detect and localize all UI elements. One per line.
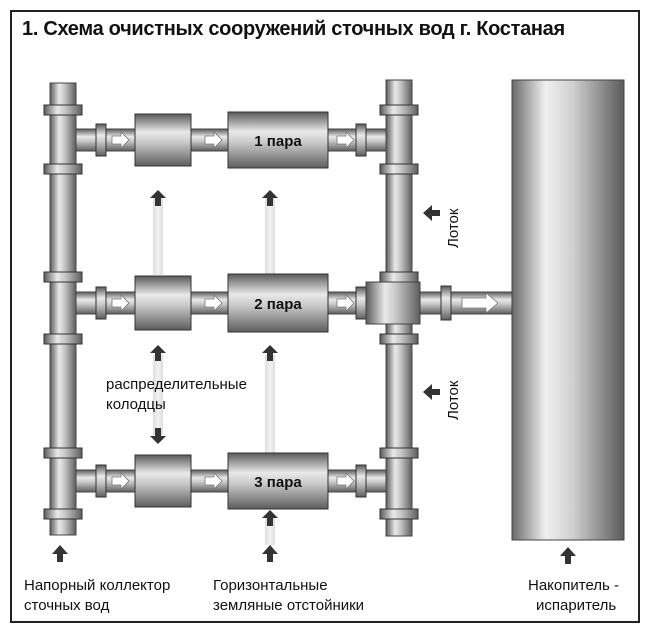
arrow-up-icon [150, 190, 166, 206]
flow-arrow-icon [111, 294, 130, 312]
distribution-wells-label-line1: распределительные [106, 376, 247, 393]
distribution-well-2 [134, 275, 192, 331]
settler-label-1: 1 пара [254, 133, 302, 150]
distribution-well-1 [134, 113, 192, 167]
settler-label-2: 2 пара [254, 296, 302, 313]
flow-arrow-icon [111, 131, 130, 149]
arrow-up-icon [262, 345, 278, 361]
direction-arrows [52, 190, 576, 564]
arrow-left-icon [423, 384, 440, 400]
flow-arrow-icon [204, 131, 223, 149]
arrow-up-icon [52, 545, 68, 562]
arrow-up-icon [262, 510, 278, 526]
settler-pair-3 [227, 452, 329, 510]
settlers: 1 пара 2 пара 3 пара [227, 111, 329, 510]
flow-arrows [111, 131, 499, 490]
storage-label-line2: испаритель [536, 597, 616, 614]
flow-arrow-icon [461, 292, 499, 314]
settlers-label-line1: Горизонтальные [213, 577, 328, 594]
settler-label-3: 3 пара [254, 474, 302, 491]
flow-arrow-icon [336, 131, 355, 149]
distribution-well-3 [134, 454, 192, 508]
arrow-up-icon [150, 345, 166, 361]
storage-label-line1: Накопитель - [528, 577, 619, 594]
outlet-junction [365, 281, 421, 325]
arrow-up-icon [560, 547, 576, 564]
flow-arrow-icon [111, 472, 130, 490]
settlers-label-line2: земляные отстойники [213, 597, 364, 614]
arrow-down-icon [150, 428, 166, 444]
distribution-wells [134, 113, 192, 508]
page-title: 1. Схема очистных сооружений сточных вод… [22, 18, 565, 40]
flow-arrow-icon [336, 472, 355, 490]
arrow-up-icon [262, 545, 278, 562]
storage-evaporator [511, 79, 625, 541]
flow-bar-right-mid [265, 355, 275, 455]
distribution-wells-label-line2: колодцы [106, 396, 166, 413]
flow-bar-right-lower [265, 515, 275, 545]
flow-arrow-icon [204, 472, 223, 490]
flow-arrow-icon [204, 294, 223, 312]
tray-label-bottom: Лоток [445, 380, 462, 420]
arrow-up-icon [262, 190, 278, 206]
settler-pair-2 [227, 273, 329, 333]
flow-arrow-icon [336, 294, 355, 312]
flow-bar-right-upper [265, 197, 275, 275]
settler-pair-1 [227, 111, 329, 169]
flow-bar-left-lower [153, 355, 163, 435]
collector-label-line2: сточных вод [24, 597, 110, 614]
flow-bar-left-upper [153, 197, 163, 275]
arrow-left-icon [423, 205, 440, 221]
collector-label-line1: Напорный коллектор [24, 577, 170, 594]
settler-flow-bars [153, 197, 275, 545]
tray-label-top: Лоток [445, 208, 462, 248]
